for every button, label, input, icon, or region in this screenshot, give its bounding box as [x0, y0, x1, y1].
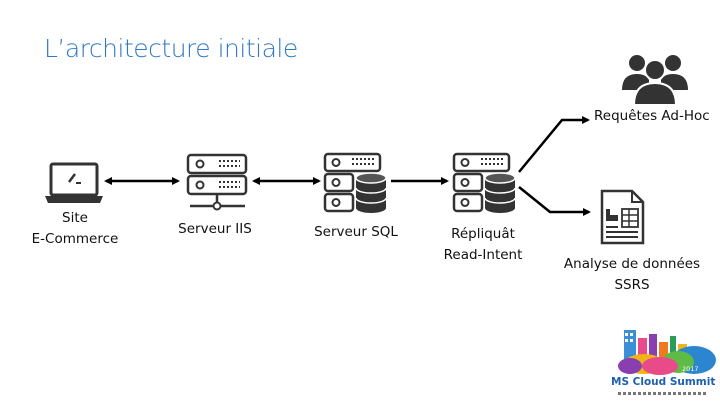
arrow-replica-ssrs	[518, 186, 591, 216]
replica-label-line1: Répliquât	[451, 226, 515, 242]
report-icon	[600, 189, 645, 245]
logo-name: MS Cloud Summit Paris	[611, 376, 720, 388]
site-label-line1: Site	[62, 210, 88, 226]
database-server-icon	[323, 152, 387, 213]
site-label: Site E-Commerce	[22, 208, 128, 250]
ms-cloud-summit-logo	[618, 330, 716, 375]
ssrs-label-line1: Analyse de données	[563, 256, 701, 272]
laptop-icon	[45, 162, 103, 203]
sql-label: Serveur SQL	[314, 224, 398, 240]
users-group-icon	[622, 55, 688, 106]
replica-database-server-icon	[452, 152, 516, 213]
replica-label-line2: Read-Intent	[443, 247, 523, 263]
ssrs-label: Analyse de données SSRS	[552, 254, 712, 296]
iis-label: Serveur IIS	[178, 221, 252, 237]
arrow-replica-adhoc	[518, 116, 590, 173]
logo-tagline-decoration	[618, 392, 708, 395]
site-label-line2: E-Commerce	[31, 231, 119, 247]
replica-label: Répliquât Read-Intent	[430, 224, 536, 266]
server-icon	[186, 153, 248, 211]
ssrs-label-line2: SSRS	[614, 277, 650, 293]
adhoc-label: Requêtes Ad-Hoc	[594, 108, 710, 124]
slide-title: L’architecture initiale	[44, 34, 298, 63]
logo-year: 2017	[682, 365, 699, 373]
